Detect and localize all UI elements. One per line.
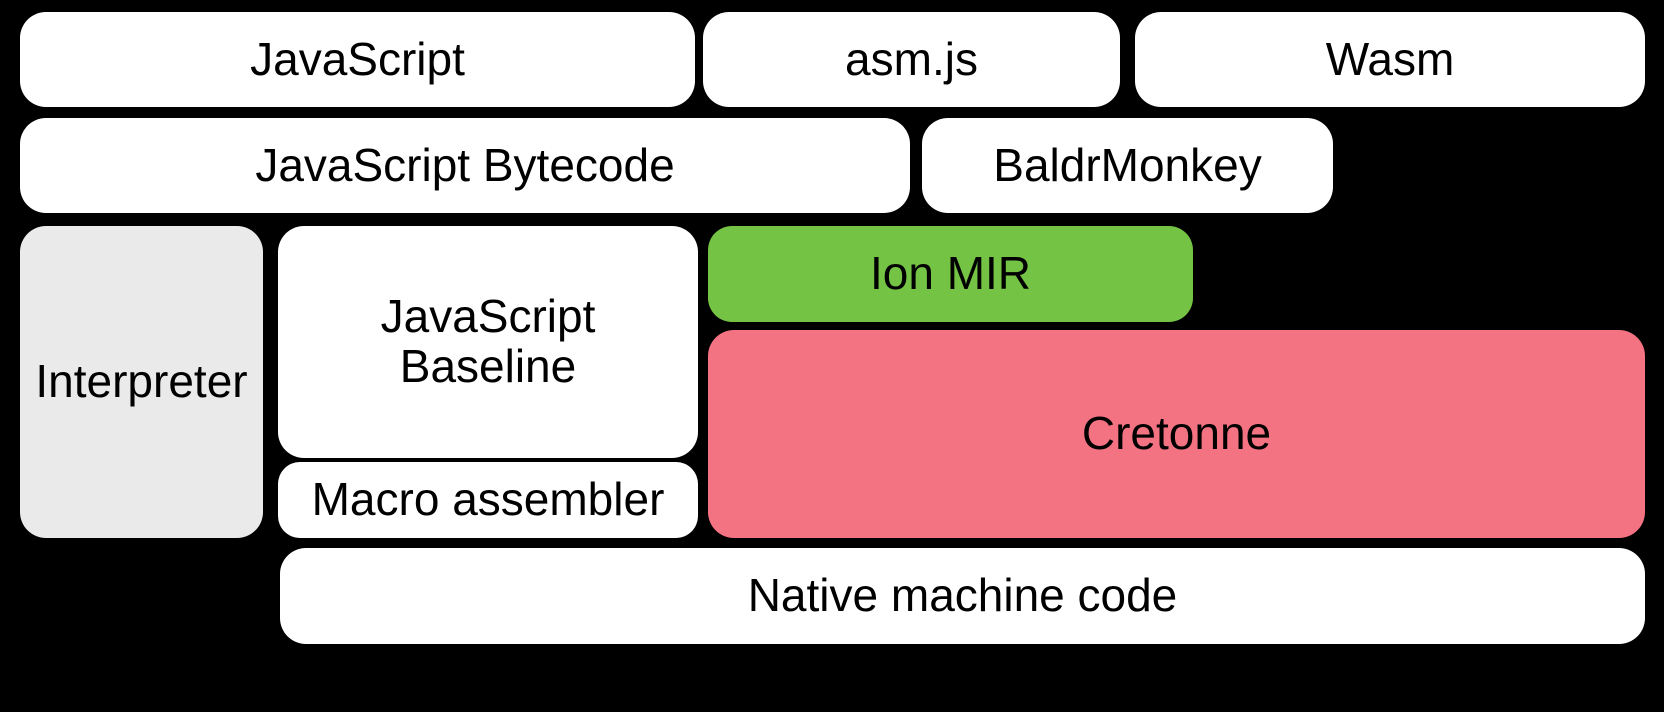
node-native-machine-code: Native machine code (280, 548, 1645, 644)
node-baldrmonkey: BaldrMonkey (922, 118, 1333, 213)
node-cretonne: Cretonne (708, 330, 1645, 538)
node-asmjs: asm.js (703, 12, 1120, 107)
node-macro-assembler: Macro assembler (278, 462, 698, 538)
node-javascript-baseline: JavaScript Baseline (278, 226, 698, 458)
node-javascript: JavaScript (20, 12, 695, 107)
node-javascript-bytecode: JavaScript Bytecode (20, 118, 910, 213)
node-wasm: Wasm (1135, 12, 1645, 107)
node-interpreter: Interpreter (20, 226, 263, 538)
node-ion-mir: Ion MIR (708, 226, 1193, 322)
